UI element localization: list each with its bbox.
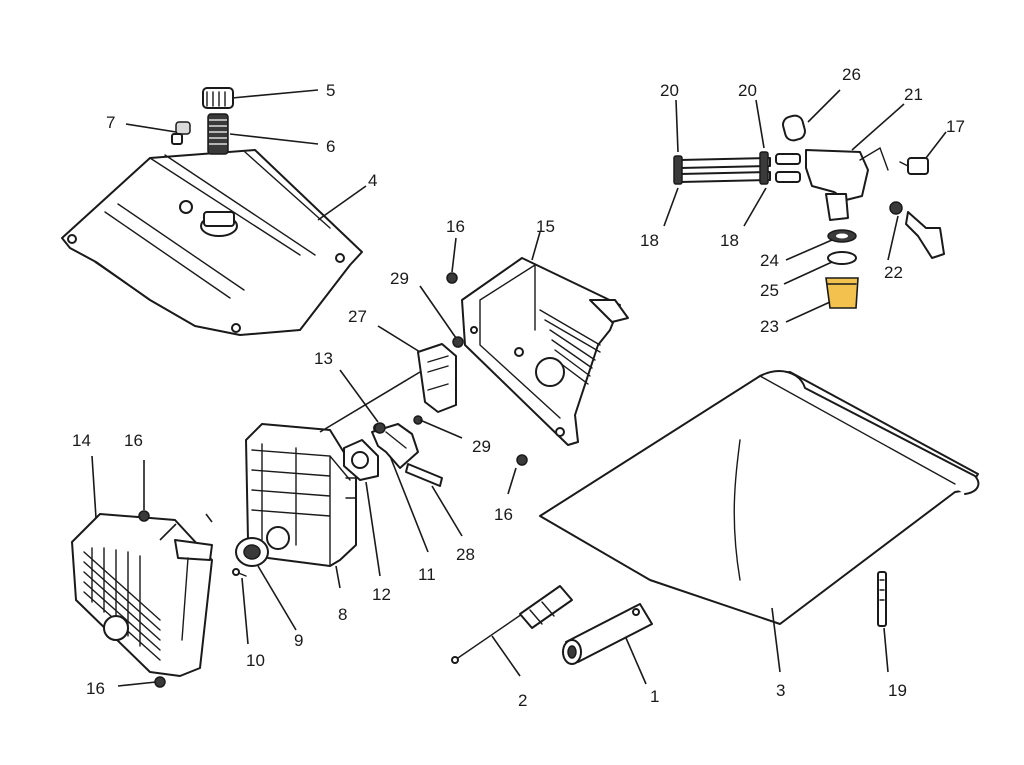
tool-bag (539, 370, 980, 625)
callout-18-right: 18 (720, 231, 739, 250)
spark-plug-gauge (877, 571, 887, 627)
callout-24: 24 (760, 251, 779, 270)
callout-6: 6 (326, 137, 335, 156)
fuel-valve-bolt (899, 157, 929, 175)
callout-19: 19 (888, 681, 907, 700)
callout-14: 14 (72, 431, 91, 450)
callout-16-cover-bottom: 16 (86, 679, 105, 698)
spark-arrester (235, 537, 269, 567)
callout-17: 17 (946, 117, 965, 136)
callout-labels: 1 2 3 4 5 6 7 8 9 10 11 12 13 14 15 16 1… (72, 65, 965, 710)
fuel-valve-assembly (673, 146, 889, 221)
callout-3: 3 (776, 681, 785, 700)
fuel-cap (202, 87, 234, 109)
fuel-valve-elbow (889, 201, 945, 259)
fuel-valve-filter-cup (825, 277, 859, 309)
callout-9: 9 (294, 631, 303, 650)
callout-26: 26 (842, 65, 861, 84)
callout-8: 8 (338, 605, 347, 624)
muffler-cover (71, 513, 213, 677)
callout-23: 23 (760, 317, 779, 336)
callout-21: 21 (904, 85, 923, 104)
exhaust-gasket-strip (405, 463, 443, 487)
callout-16-tank-bracket: 16 (446, 217, 465, 236)
callout-18-left: 18 (640, 231, 659, 250)
callout-7: 7 (106, 113, 115, 132)
screwdriver (451, 585, 573, 664)
fuel-valve-o-ring (827, 251, 857, 265)
fuel-valve-washer (827, 229, 857, 243)
callout-16-bracket-bottom: 16 (494, 505, 513, 524)
muffler-bracket (461, 257, 629, 446)
callout-2: 2 (518, 691, 527, 710)
callout-13: 13 (314, 349, 333, 368)
fuel-gauge (171, 121, 191, 145)
callout-4: 4 (368, 171, 377, 190)
callout-25: 25 (760, 281, 779, 300)
callout-1: 1 (650, 687, 659, 706)
callout-27: 27 (348, 307, 367, 326)
callout-15: 15 (536, 217, 555, 236)
bolt (374, 336, 464, 434)
leader-lines (91, 89, 947, 687)
callout-29-lower: 29 (472, 437, 491, 456)
fuel-tank (61, 149, 363, 336)
nut (138, 272, 528, 688)
callout-20-left: 20 (660, 81, 679, 100)
muffler (245, 423, 357, 567)
fuel-valve-lever (782, 114, 806, 142)
callout-16-cover-top: 16 (124, 431, 143, 450)
callout-20-right: 20 (738, 81, 757, 100)
callout-22: 22 (884, 263, 903, 282)
callout-29-upper: 29 (390, 269, 409, 288)
plug-wrench (562, 603, 653, 665)
callout-10: 10 (246, 651, 265, 670)
fuel-strainer (207, 113, 229, 155)
screw (232, 568, 247, 577)
exhaust-clamp-bracket (417, 343, 457, 413)
callout-5: 5 (326, 81, 335, 100)
callout-28: 28 (456, 545, 475, 564)
callout-12: 12 (372, 585, 391, 604)
callout-11: 11 (418, 565, 436, 584)
exhaust-gasket (343, 439, 379, 481)
